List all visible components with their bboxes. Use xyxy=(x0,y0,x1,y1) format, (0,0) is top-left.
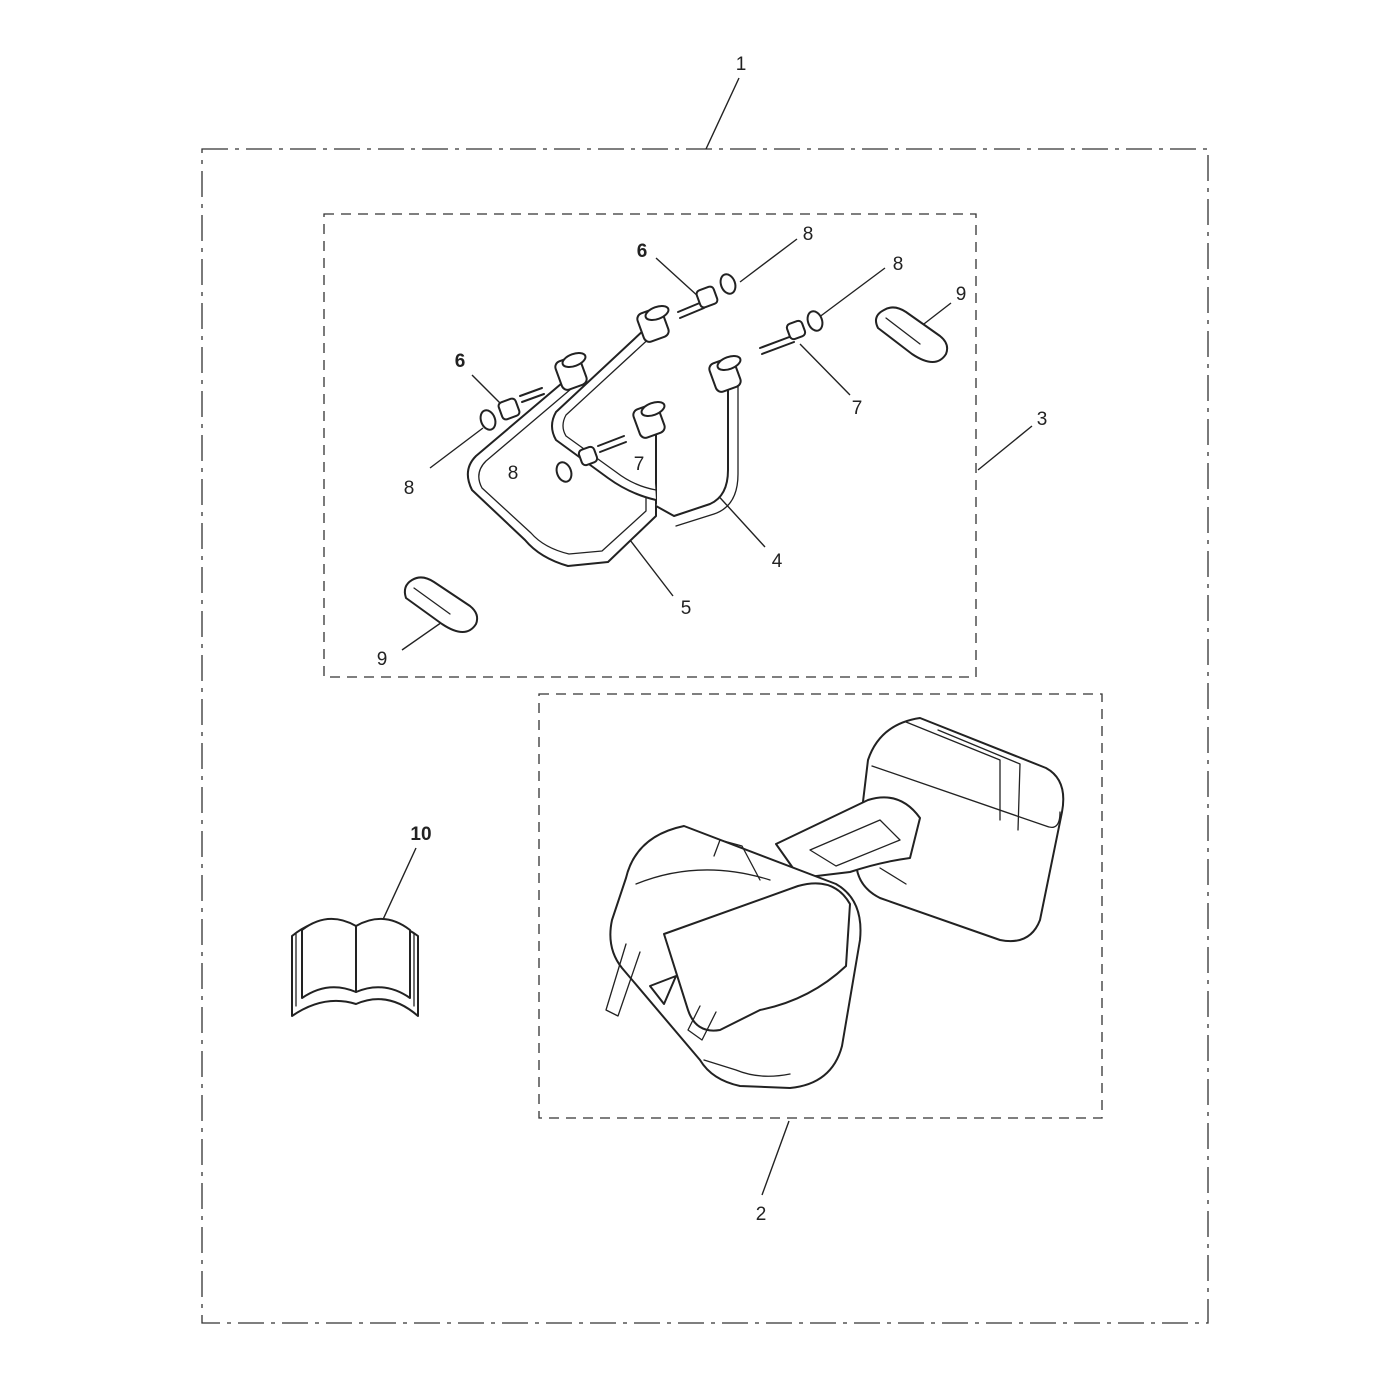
callout-bolt-lower-left: 7 xyxy=(634,454,645,475)
kit-outline-frame xyxy=(201,148,1209,1324)
callout-manual: 10 xyxy=(410,824,431,845)
callout-washer-left: 8 xyxy=(404,478,415,499)
callout-bolt-left: 6 xyxy=(455,351,466,372)
callout-washer-lower: 8 xyxy=(508,463,519,484)
callout-plate-left: 9 xyxy=(377,649,388,670)
pannier-rail-icon xyxy=(466,305,742,567)
callout-plate-right: 9 xyxy=(956,284,967,305)
washer-icon xyxy=(479,273,824,483)
callout-bolt-right: 7 xyxy=(852,398,863,419)
callout-washer-top: 8 xyxy=(803,224,814,245)
pannier-bags-icon xyxy=(605,717,1065,1089)
callout-washer-right: 8 xyxy=(893,254,904,275)
bolt-icon xyxy=(497,285,807,467)
callout-kit: 1 xyxy=(736,54,747,75)
callout-rail-left: 5 xyxy=(681,598,692,619)
book-icon xyxy=(291,918,419,1017)
callout-panniers: 2 xyxy=(756,1204,767,1225)
pannier-outline xyxy=(538,693,1103,1119)
callout-frame-kit: 3 xyxy=(1037,409,1048,430)
callout-bolt-upper: 6 xyxy=(637,241,648,262)
blanking-plate-icon xyxy=(403,306,949,633)
frame-kit-outline xyxy=(323,213,977,678)
callout-rail-right: 4 xyxy=(772,551,783,572)
